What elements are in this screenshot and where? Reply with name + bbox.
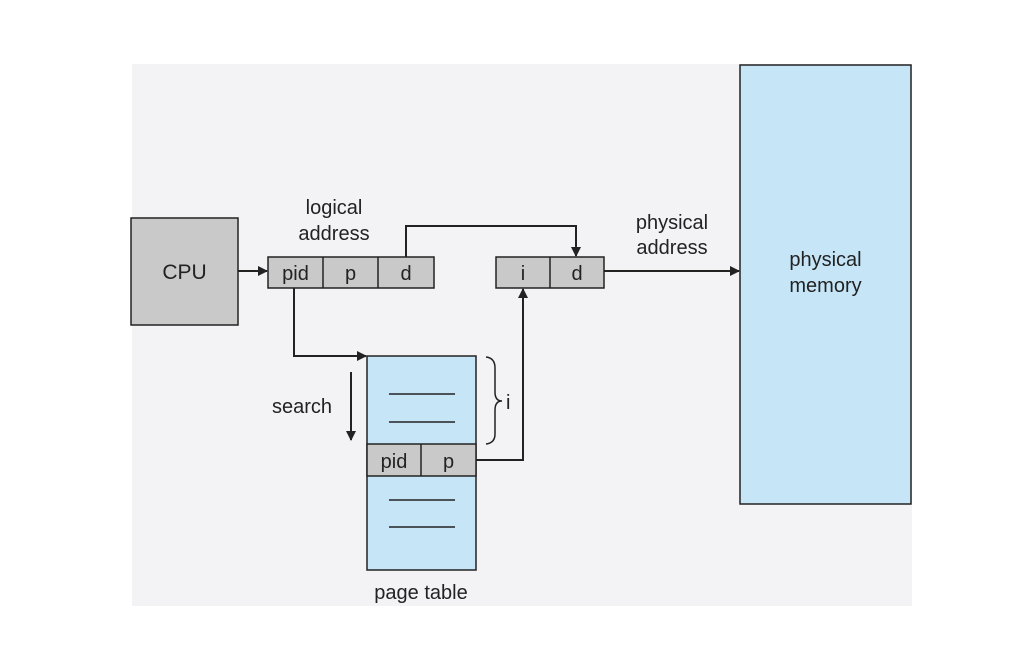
cpu-label: CPU <box>162 261 206 284</box>
search-label: search <box>272 396 332 418</box>
page-table: pid p <box>366 355 477 571</box>
pid-to-page-table-arrow <box>293 288 367 361</box>
logical-field-pid: pid <box>282 263 309 285</box>
index-label-i: i <box>506 392 510 414</box>
physical-memory-box: physical memory <box>739 64 912 505</box>
physical-address-caption-line2: address <box>636 237 707 259</box>
page-table-matched-entry: pid p <box>366 443 477 477</box>
logical-field-p: p <box>345 263 356 285</box>
logical-address-register: pid p d <box>267 256 435 289</box>
logical-field-d: d <box>400 263 411 285</box>
matched-entry-pid: pid <box>381 451 408 473</box>
offset-d-arrow <box>405 225 581 257</box>
physical-field-i: i <box>521 263 525 285</box>
physical-address-caption-line1: physical <box>636 212 708 234</box>
page-table-label: page table <box>374 582 467 604</box>
physical-field-d: d <box>571 263 582 285</box>
physical-memory-label-line2: memory <box>789 275 861 297</box>
index-brace <box>485 356 503 445</box>
cpu-box: CPU <box>130 217 239 326</box>
physical-address-register: i d <box>495 256 605 289</box>
matched-entry-p: p <box>443 451 454 473</box>
match-to-frame-arrow <box>476 288 528 461</box>
logical-address-caption-line2: address <box>298 223 369 245</box>
physical-memory-label-line1: physical <box>789 249 861 271</box>
logical-address-caption-line1: logical <box>306 197 363 219</box>
